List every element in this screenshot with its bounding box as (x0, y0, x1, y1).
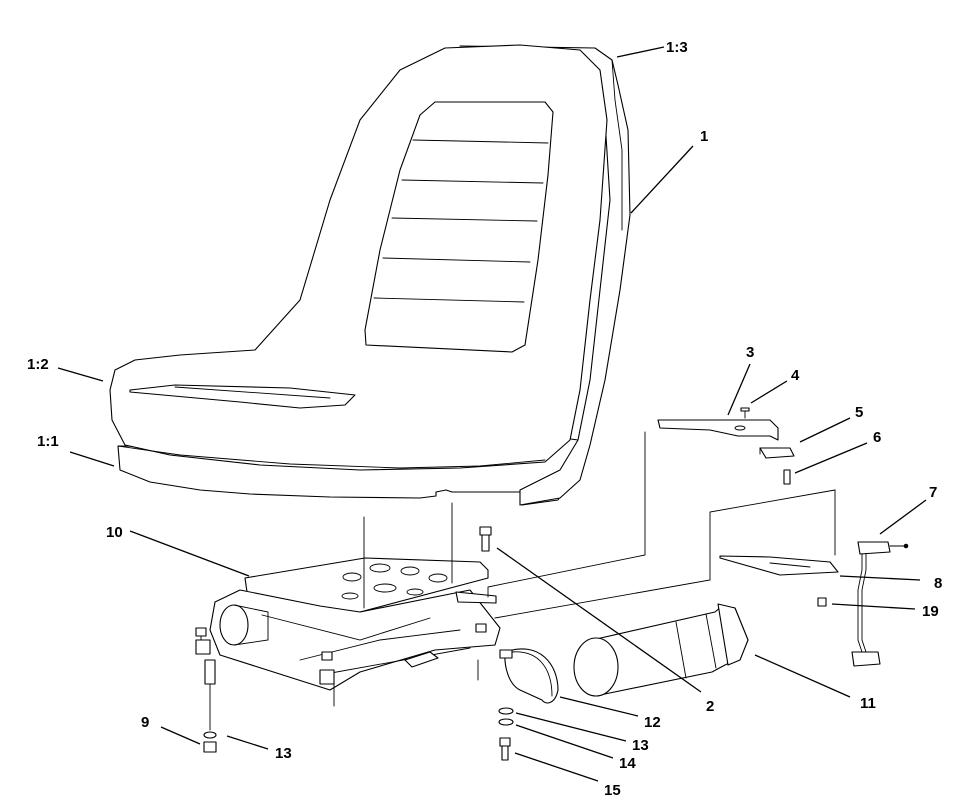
callout-2: 2 (706, 698, 714, 715)
left-stud-hardware (203, 659, 217, 753)
callout-9: 9 (141, 714, 149, 731)
callout-6: 6 (873, 429, 881, 446)
callout-4: 4 (791, 367, 800, 384)
callout-10: 10 (106, 524, 123, 541)
boot-11 (573, 603, 749, 697)
callout-19: 19 (922, 603, 939, 620)
callout-13b: 13 (275, 745, 292, 762)
hardware-13-14-15 (498, 707, 514, 761)
callout-3: 3 (746, 344, 754, 361)
seat-assembly (109, 44, 631, 506)
callout-11: 11 (860, 695, 876, 712)
callout-7: 7 (929, 484, 937, 501)
callout-1-3: 1:3 (666, 39, 688, 56)
callout-14: 14 (619, 755, 636, 772)
callout-8: 8 (934, 575, 942, 592)
backrest-panel (364, 101, 554, 353)
plate-8 (719, 555, 839, 607)
part-5 (759, 447, 795, 485)
callout-5: 5 (855, 404, 863, 421)
switch-7 (851, 541, 909, 667)
suspension-frame (209, 589, 501, 691)
callout-13a: 13 (632, 737, 649, 754)
leader-lines (57, 46, 927, 782)
callout-1: 1 (700, 128, 708, 145)
damper-cylinder (219, 604, 249, 646)
clamp-12 (499, 648, 559, 704)
bracket-3 (487, 407, 779, 598)
callout-1-2: 1:2 (27, 356, 49, 373)
seat-suspension (195, 502, 501, 707)
callout-labels: 1:3 1 1:2 1:1 3 4 5 6 7 8 19 10 2 11 12 … (27, 39, 942, 799)
callout-1-1: 1:1 (37, 433, 59, 450)
bolt-2 (479, 526, 492, 552)
seat-insert (129, 384, 356, 409)
callout-15: 15 (604, 782, 621, 799)
callout-12: 12 (644, 714, 661, 731)
